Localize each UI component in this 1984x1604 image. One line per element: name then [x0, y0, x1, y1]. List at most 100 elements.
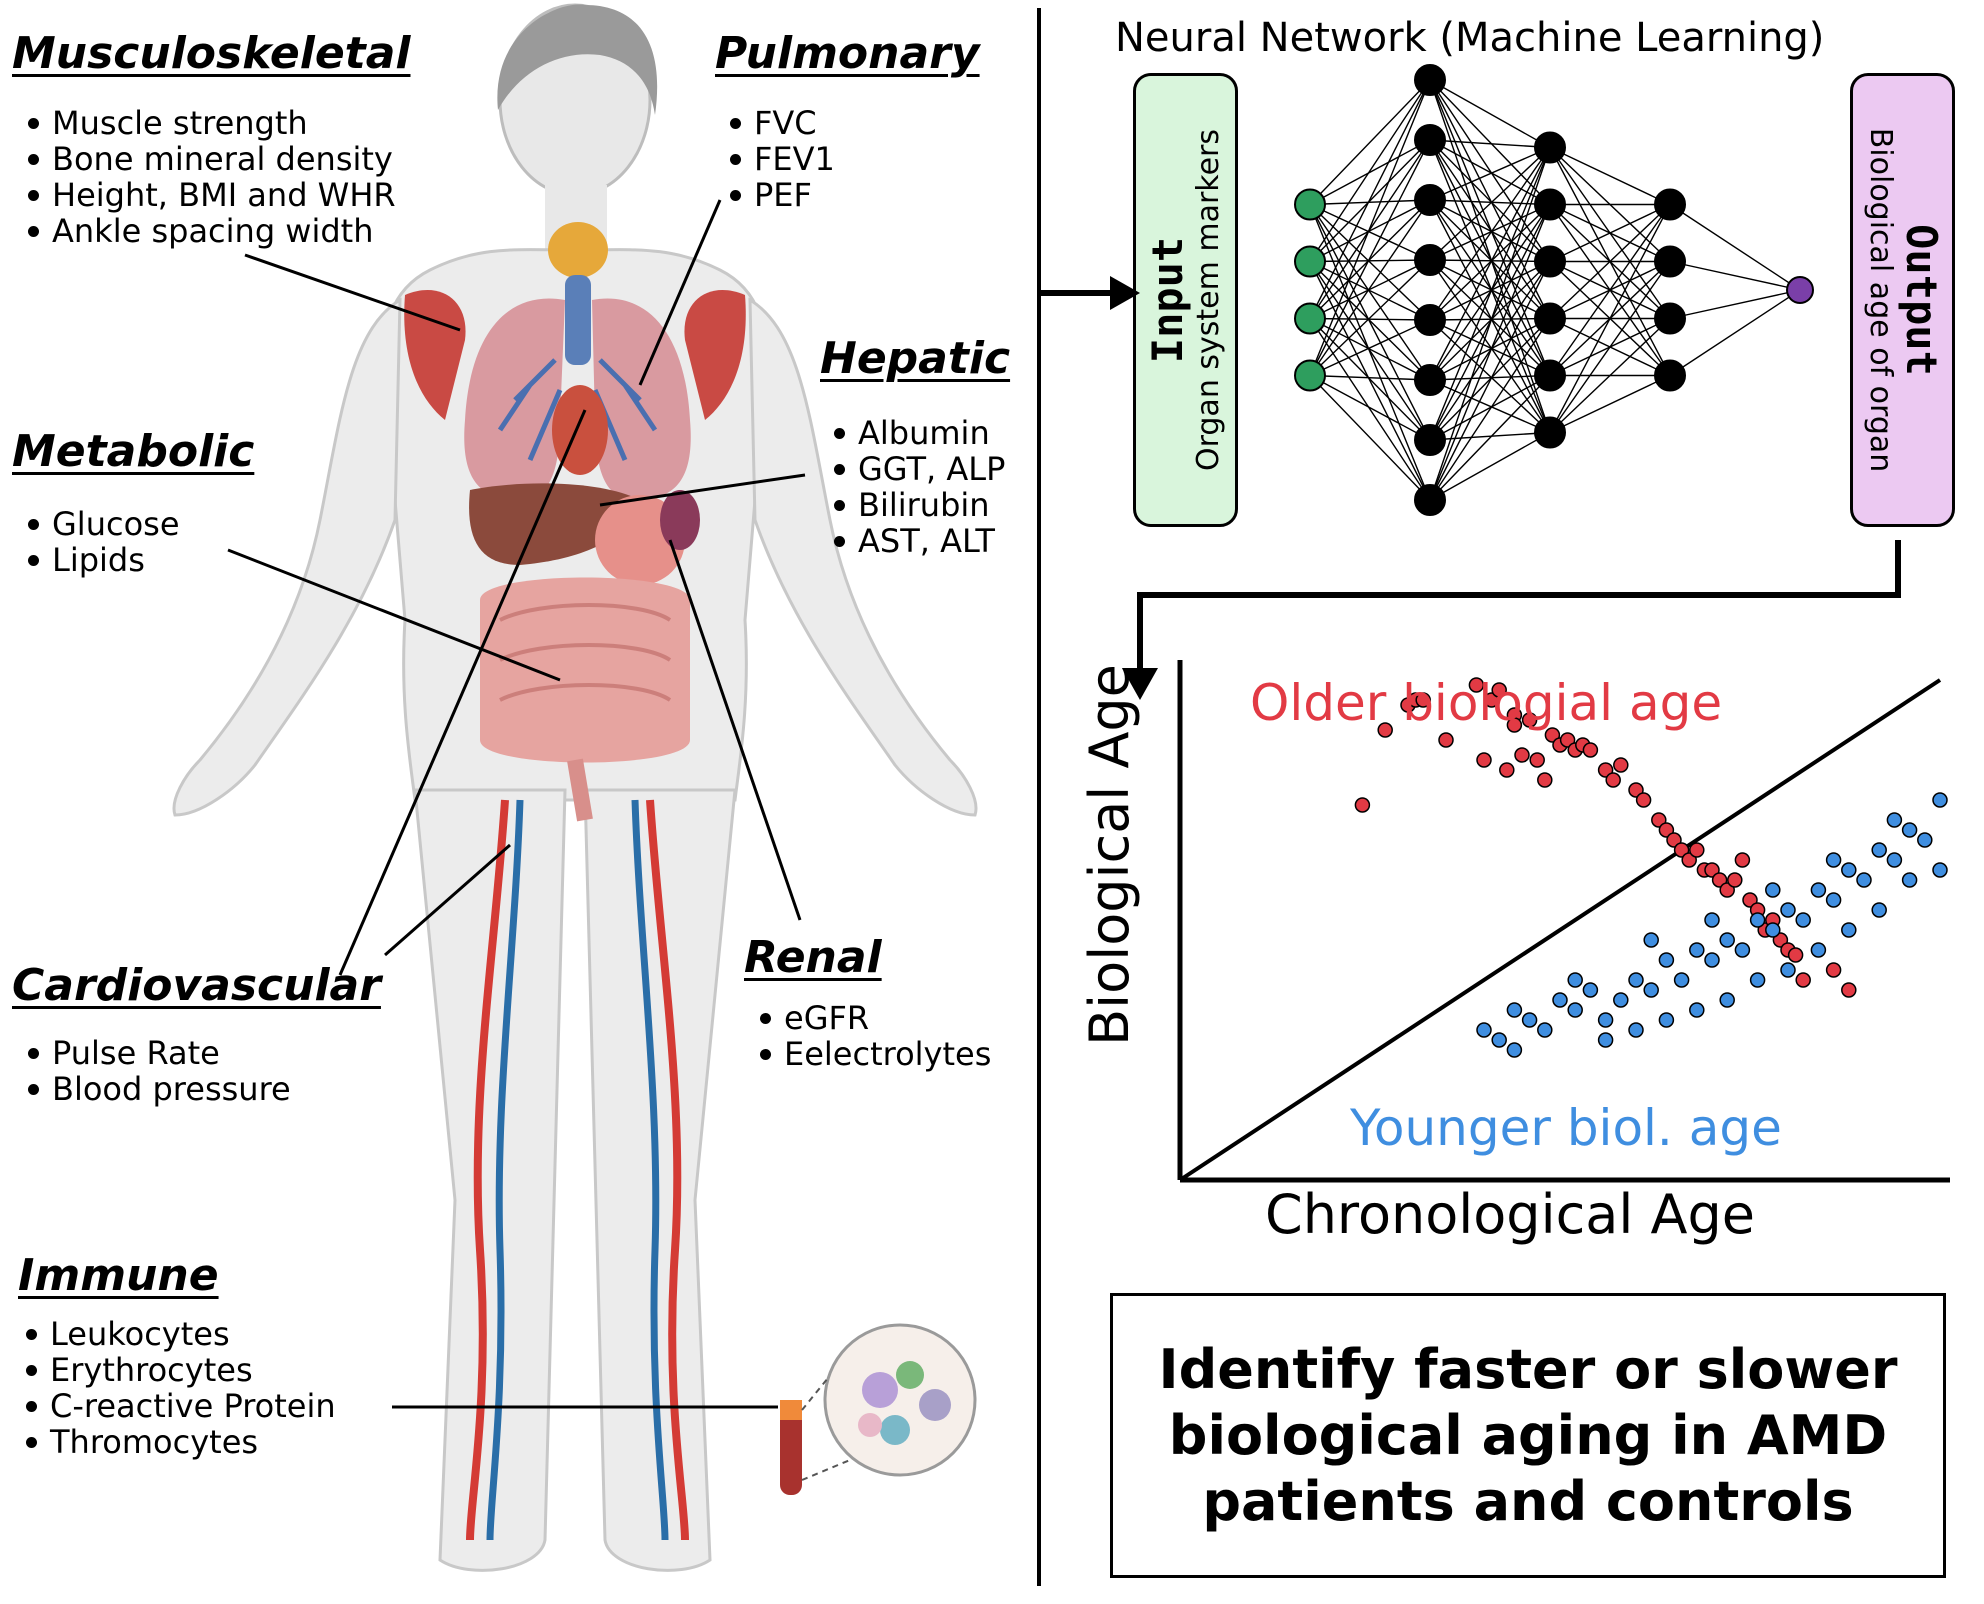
list-item: FEV1 [722, 141, 835, 177]
metabolic-list: Glucose Lipids [20, 506, 180, 578]
network-edge [1429, 199, 1551, 376]
network-edge [1429, 259, 1551, 433]
older-point [1825, 962, 1842, 978]
network-edge [1429, 139, 1551, 319]
older-point [1521, 712, 1538, 728]
older-point [1613, 757, 1629, 773]
network-edge [1669, 289, 1801, 377]
younger-point [1597, 1032, 1614, 1048]
network-edge [1309, 259, 1431, 320]
arrow-to-chart-head [1122, 668, 1158, 700]
renal-list: eGFR Eelectrolytes [752, 1000, 991, 1072]
younger-point [1841, 862, 1857, 878]
list-item: Blood pressure [20, 1071, 291, 1107]
younger-point [1901, 822, 1918, 838]
network-edge [1429, 79, 1551, 262]
younger-point [1932, 862, 1948, 878]
network-edge [1309, 199, 1431, 376]
younger-point [1901, 872, 1918, 888]
older-point [1787, 947, 1804, 963]
network-edge [1429, 147, 1551, 441]
older-point [1795, 972, 1811, 988]
x-axis-label: Chronological Age [1265, 1183, 1755, 1246]
network-edge [1309, 318, 1431, 441]
hidden-node [1414, 124, 1446, 156]
list-item: Thromocytes [18, 1424, 336, 1460]
network-edge [1669, 289, 1801, 320]
output-box: Output Biological age of organ [1850, 73, 1955, 527]
network-edge [1309, 203, 1431, 261]
network-edge [1429, 204, 1551, 501]
network-edge [1429, 259, 1551, 263]
network-edge [1549, 317, 1671, 434]
younger-point [1765, 922, 1781, 938]
musculoskeletal-title: Musculoskeletal [12, 28, 411, 79]
younger-point [1871, 842, 1887, 858]
younger-point [1643, 982, 1659, 998]
cardiovascular-list: Pulse Rate Blood pressure [20, 1035, 291, 1107]
network-edge [1429, 379, 1551, 434]
younger-point [1825, 892, 1842, 908]
body-silhouette [172, 3, 978, 1572]
hidden-node [1414, 364, 1446, 396]
network-edge [1549, 261, 1671, 433]
network-edge [1309, 374, 1431, 441]
younger-point [1628, 1022, 1644, 1038]
younger-point [1521, 1012, 1538, 1028]
younger-point [1643, 932, 1659, 948]
network-edge [1429, 146, 1551, 201]
hidden-node [1654, 359, 1686, 392]
younger-point [1673, 972, 1690, 988]
younger-point [1491, 1032, 1507, 1048]
hidden-node [1534, 416, 1566, 449]
network-edge [1549, 204, 1671, 376]
younger-point [1749, 972, 1766, 988]
network-edge [1309, 374, 1431, 381]
network-edge [1309, 79, 1431, 205]
callout-lines [227, 199, 806, 1409]
network-edge [1429, 139, 1551, 262]
hidden-node [1654, 302, 1686, 335]
older-point [1582, 742, 1599, 758]
renal-title: Renal [744, 932, 882, 983]
younger-point [1841, 922, 1857, 938]
older-point [1529, 752, 1545, 768]
network-edge [1309, 259, 1431, 377]
list-item: C-reactive Protein [18, 1388, 336, 1424]
older-point [1499, 762, 1515, 778]
network-edge [1429, 261, 1551, 501]
network-edge [1429, 318, 1551, 501]
network-edge [1429, 199, 1551, 206]
flow-arrows [1040, 276, 1901, 700]
heart [552, 385, 608, 475]
network-edge [1429, 79, 1551, 319]
younger-point [1825, 852, 1842, 868]
list-item: AST, ALT [826, 523, 1005, 559]
network-diagram [1040, 64, 1901, 700]
network-edge [1309, 204, 1431, 381]
younger-point [1886, 812, 1903, 828]
older-point [1605, 772, 1621, 788]
network-edge [1309, 259, 1431, 263]
input-node [1294, 245, 1326, 278]
hidden-node [1414, 64, 1446, 96]
network-edge [1309, 79, 1431, 376]
immune-title: Immune [18, 1250, 219, 1301]
list-item: eGFR [752, 1000, 991, 1036]
younger-point [1871, 902, 1887, 918]
network-edge [1549, 374, 1671, 434]
younger-point [1719, 932, 1735, 948]
hidden-node [1534, 359, 1566, 392]
network-edge [1429, 259, 1551, 377]
network-edge [1429, 431, 1551, 441]
hepatic-list: Albumin GGT, ALP Bilirubin AST, ALT [826, 415, 1005, 559]
arrow-to-chart [1137, 540, 1901, 672]
older-point [1438, 732, 1454, 748]
younger-point [1917, 832, 1933, 848]
younger-age-annotation: Younger biol. age [1350, 1099, 1782, 1157]
older-point [1468, 677, 1485, 693]
younger-point [1506, 1042, 1523, 1058]
network-edge [1429, 199, 1551, 263]
pulmonary-list: FVC FEV1 PEF [722, 105, 835, 213]
